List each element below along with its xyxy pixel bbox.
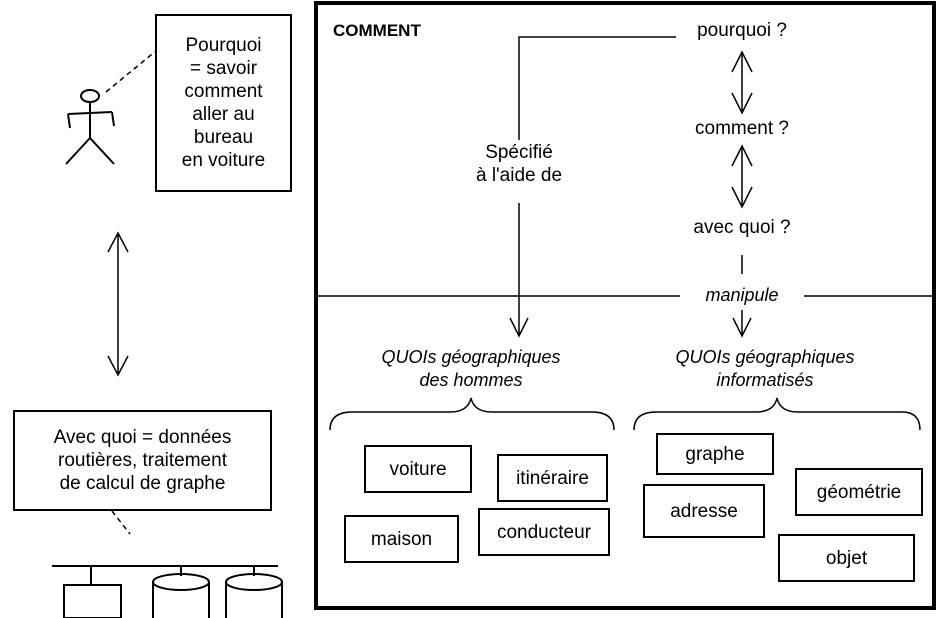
actor-note-box: Pourquoi = savoir comment aller au burea… — [155, 14, 292, 192]
human-item-maison: maison — [344, 515, 459, 563]
human-geo-heading: QUOIs géographiques des hommes — [368, 346, 574, 392]
actor-note-connector — [105, 49, 158, 93]
computer-geo-heading: QUOIs géographiques informatisés — [662, 346, 868, 392]
specified-line: à l'aide de — [475, 165, 563, 186]
computer-brace — [633, 397, 921, 431]
specified-label: Spécifié à l'aide de — [456, 141, 582, 187]
human-geo-line: des hommes — [419, 370, 523, 390]
actor-note-line: bureau — [193, 127, 254, 148]
computer-item-adresse: adresse — [643, 484, 765, 538]
actor-note-line: Pourquoi — [185, 35, 262, 56]
computer-geo-line: informatisés — [716, 370, 814, 390]
human-brace — [329, 397, 615, 431]
question-why: pourquoi ? — [676, 19, 808, 42]
actor-note-line: aller au — [192, 104, 255, 125]
data-note-line: Avec quoi = données — [53, 427, 232, 448]
specified-arrow — [509, 36, 676, 338]
computer-geo-line: QUOIs géographiques — [675, 347, 855, 367]
comment-frame — [314, 1, 936, 610]
data-note-box: Avec quoi = données routières, traitemen… — [13, 410, 272, 511]
question-with-what: avec quoi ? — [682, 216, 802, 239]
computer-item-objet: objet — [778, 534, 915, 582]
human-geo-line: QUOIs géographiques — [381, 347, 561, 367]
question-how: comment ? — [686, 117, 798, 140]
data-connector — [111, 510, 131, 535]
data-note-line: de calcul de graphe — [59, 473, 226, 494]
question-arrows — [731, 50, 753, 338]
frame-title: COMMENT — [333, 21, 421, 40]
actor-icon — [65, 89, 115, 165]
actor-note-line: = savoir — [189, 58, 258, 79]
database-icon — [52, 565, 283, 618]
human-item-itineraire: itinéraire — [497, 454, 608, 502]
actor-note-line: comment — [184, 81, 263, 102]
computer-item-graphe: graphe — [656, 433, 774, 475]
left-double-arrow — [107, 231, 129, 377]
data-note-line: routières, traitement — [58, 450, 227, 471]
actor-note-line: en voiture — [181, 150, 266, 171]
human-item-voiture: voiture — [364, 445, 472, 493]
human-item-conducteur: conducteur — [478, 508, 610, 556]
specified-line: Spécifié — [485, 142, 553, 163]
manipulates-label: manipule — [680, 284, 804, 307]
computer-item-geometrie: géométrie — [795, 468, 923, 516]
